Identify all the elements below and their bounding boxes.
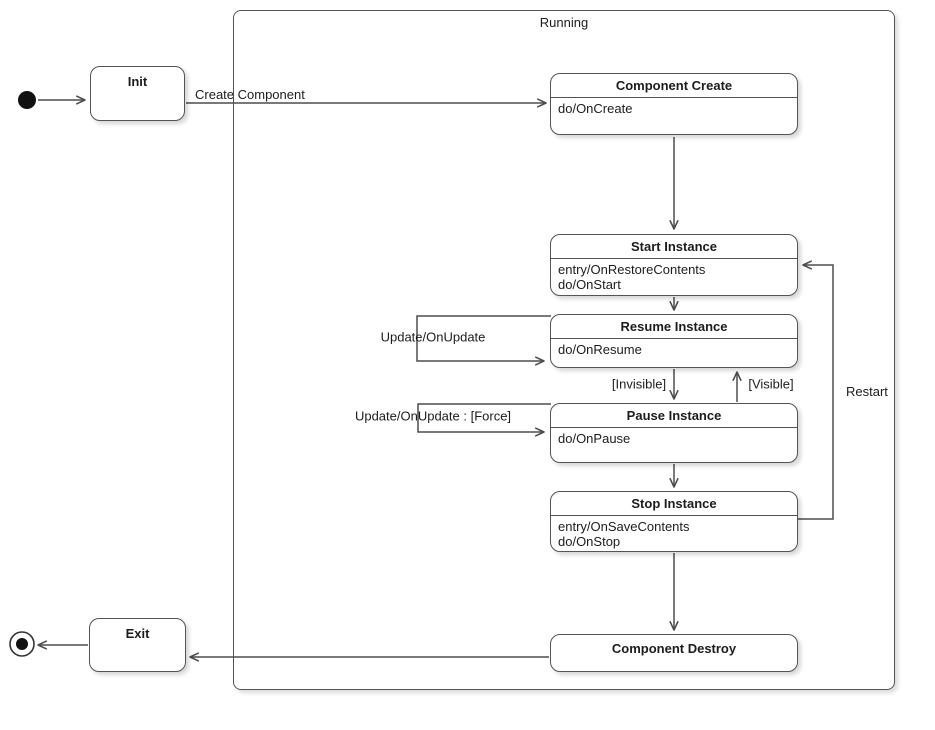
final-state-node[interactable]	[9, 631, 35, 657]
state-exit[interactable]: Exit	[89, 618, 186, 672]
state-pause-instance[interactable]: Pause Instance do/OnPause	[550, 403, 798, 463]
state-activity: entry/OnRestoreContents	[558, 262, 706, 277]
state-pause-instance-title: Pause Instance	[551, 404, 797, 428]
running-region[interactable]: Running	[233, 10, 895, 690]
state-component-destroy[interactable]: Component Destroy	[550, 634, 798, 672]
state-activity: do/OnResume	[558, 342, 642, 357]
state-init[interactable]: Init	[90, 66, 185, 121]
state-activity: do/OnCreate	[558, 101, 633, 116]
initial-state-node[interactable]	[18, 91, 36, 109]
state-start-instance-title: Start Instance	[551, 235, 797, 259]
transition-label-update-force[interactable]: Update/OnUpdate : [Force]	[354, 408, 512, 424]
transition-update-force-loop[interactable]	[417, 403, 551, 437]
transition-restart[interactable]	[798, 260, 834, 520]
state-stop-instance[interactable]: Stop Instance entry/OnSaveContents do/On…	[550, 491, 798, 552]
state-exit-title: Exit	[125, 626, 150, 641]
state-start-instance[interactable]: Start Instance entry/OnRestoreContents d…	[550, 234, 798, 296]
state-activity: do/OnStop	[558, 534, 621, 549]
state-init-title: Init	[127, 74, 148, 89]
transition-label-create-component[interactable]: Create Component	[195, 87, 305, 102]
transition-label-update-onupdate[interactable]: Update/OnUpdate	[380, 329, 486, 345]
state-resume-instance-title: Resume Instance	[551, 315, 797, 339]
state-activity: do/OnPause	[558, 431, 631, 446]
transition-label-invisible[interactable]: [Invisible]	[611, 376, 667, 392]
transition-update-onupdate-loop[interactable]	[416, 315, 551, 366]
state-activity: entry/OnSaveContents	[558, 519, 690, 534]
state-resume-instance[interactable]: Resume Instance do/OnResume	[550, 314, 798, 368]
state-component-destroy-title: Component Destroy	[611, 641, 737, 656]
state-component-create[interactable]: Component Create do/OnCreate	[550, 73, 798, 135]
state-activity: do/OnStart	[558, 277, 621, 292]
running-region-title: Running	[539, 15, 589, 30]
state-stop-instance-title: Stop Instance	[551, 492, 797, 516]
state-component-create-title: Component Create	[551, 74, 797, 98]
transition-label-restart[interactable]: Restart	[846, 384, 888, 399]
transition-label-visible[interactable]: [Visible]	[748, 376, 794, 392]
